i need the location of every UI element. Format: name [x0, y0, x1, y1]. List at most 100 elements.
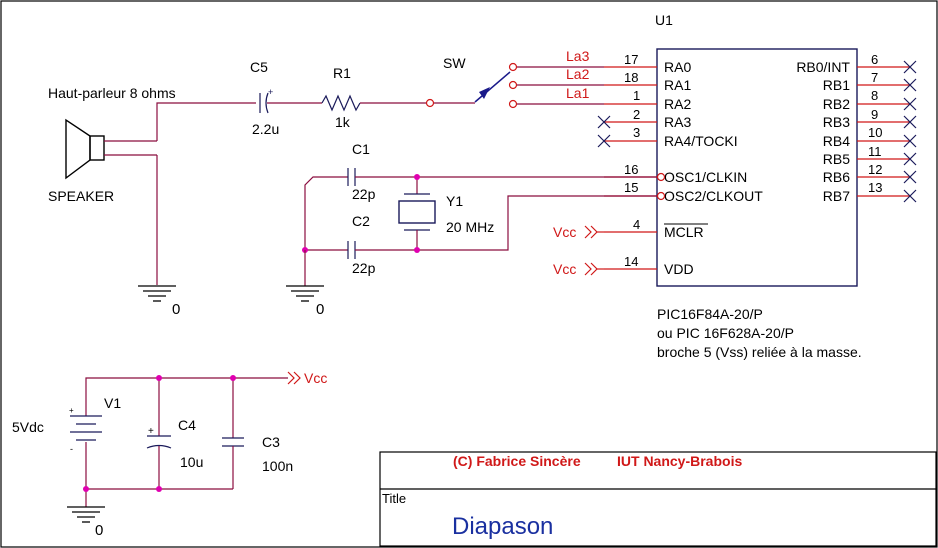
- no-connect-marks-right: [903, 60, 917, 203]
- pin-rb4-name: RB4: [823, 133, 850, 149]
- vcc-label-supply: Vcc: [304, 370, 327, 386]
- pin-osc1-name: OSC1/CLKIN: [664, 169, 747, 185]
- pin15-num: 15: [624, 180, 638, 195]
- pin3-num: 3: [633, 125, 640, 140]
- u1-note1: ou PIC 16F628A-20/P: [657, 325, 794, 341]
- pin-rb0-name: RB0/INT: [796, 59, 850, 75]
- sw-lever: [474, 71, 511, 103]
- junction-y1-top: [414, 174, 420, 180]
- pin2-num: 2: [633, 107, 640, 122]
- pin8-num: 8: [871, 88, 878, 103]
- sw-common-contact: [425, 98, 435, 108]
- osc1-inv-bubble: [656, 172, 666, 182]
- speaker-desc: Haut-parleur 8 ohms: [48, 85, 176, 101]
- pin13-num: 13: [868, 180, 882, 195]
- u1-note2: broche 5 (Vss) reliée à la masse.: [657, 344, 862, 360]
- wire-c1-left: [304, 176, 348, 250]
- sw-contact-2: [508, 80, 518, 90]
- ground-symbol-speaker: [138, 285, 176, 302]
- net-la2-label: La2: [566, 66, 590, 82]
- r1-ref: R1: [333, 65, 351, 81]
- vcc-arrow-supply: [287, 371, 301, 385]
- title-block-title-label: Title: [382, 491, 406, 506]
- pin7-num: 7: [871, 70, 878, 85]
- c4-plate-2: [146, 444, 172, 449]
- pin-rb6-name: RB6: [823, 169, 850, 185]
- pin4-num: 4: [633, 217, 640, 232]
- c4-value: 10u: [180, 454, 203, 470]
- c4-ref: C4: [178, 417, 196, 433]
- osc2-inv-bubble: [656, 191, 666, 201]
- v1-value: 5Vdc: [12, 419, 44, 435]
- pin-vdd-name: VDD: [664, 261, 694, 277]
- junction-c4-top: [156, 375, 162, 381]
- no-connect-marks-left: [597, 115, 611, 148]
- c1-value: 22p: [352, 186, 376, 202]
- vcc-label-mclr: Vcc: [553, 224, 576, 240]
- vcc-label-vdd: Vcc: [553, 261, 576, 277]
- switch-sw: SW La3 La2 La1: [443, 48, 604, 109]
- r1-zigzag: [321, 94, 361, 112]
- c5-plus: +: [268, 87, 273, 97]
- c5-ref: C5: [250, 59, 268, 75]
- ground-label-osc: 0: [316, 301, 324, 318]
- pin11-num: 11: [868, 144, 882, 159]
- u1-pic: U1 17 18 1 2 3 16 15 4 14 RA0 RA1 RA2 RA…: [597, 12, 917, 360]
- pin1-num: 1: [633, 88, 640, 103]
- pin-ra1-name: RA1: [664, 77, 691, 93]
- u1-part: PIC16F84A-20/P: [657, 306, 763, 322]
- pin-ra4-name: RA4/TOCKI: [664, 133, 738, 149]
- u1-body: [656, 48, 858, 287]
- c4-plus: +: [148, 426, 154, 437]
- c5-plate-2: [265, 92, 269, 114]
- pin6-num: 6: [871, 52, 878, 67]
- c2-ref: C2: [352, 213, 370, 229]
- v1-minus: -: [70, 444, 73, 454]
- y1-value: 20 MHz: [446, 219, 494, 235]
- c2-value: 22p: [352, 260, 376, 276]
- pin12-num: 12: [868, 162, 882, 177]
- pin17-num: 17: [624, 52, 638, 67]
- net-la1-label: La1: [566, 85, 590, 101]
- pin-ra0-name: RA0: [664, 59, 691, 75]
- c3-value: 100n: [262, 458, 293, 474]
- rail-vcc: [85, 377, 288, 416]
- vcc-arrow-mclr: [584, 225, 598, 239]
- speaker-circuit: Haut-parleur 8 ohms SPEAKER C5 2.2u + R1…: [48, 59, 475, 318]
- y1-body: [398, 200, 436, 224]
- pin9-num: 9: [871, 107, 878, 122]
- pin-mclr-name: MCLR: [664, 224, 704, 240]
- speaker-magnet: [89, 135, 105, 161]
- ground-label-speaker: 0: [172, 301, 180, 318]
- r1-value: 1k: [335, 114, 351, 130]
- pin18-num: 18: [624, 70, 638, 85]
- vcc-arrow-vdd: [584, 262, 598, 276]
- c5-value: 2.2u: [252, 121, 279, 137]
- net-la3-label: La3: [566, 48, 590, 64]
- u1-ref: U1: [655, 12, 673, 28]
- ground-symbol-supply: [67, 506, 105, 523]
- c3-ref: C3: [262, 434, 280, 450]
- wire-spk-c5: [156, 102, 256, 141]
- ground-label-supply: 0: [95, 522, 103, 539]
- title-block-credit-author: (C) Fabrice Sincère: [453, 453, 581, 469]
- ground-symbol-osc: [286, 285, 324, 302]
- wire-c2-osc2: [355, 195, 657, 251]
- oscillator-circuit: C1 22p C2 22p Y1 20 MHz 0: [286, 141, 657, 318]
- sw-ref: SW: [443, 55, 466, 71]
- speaker-cone: [65, 118, 91, 180]
- junction-c4-bottom: [156, 486, 162, 492]
- pin-ra3-name: RA3: [664, 114, 691, 130]
- sw-contact-3: [508, 99, 518, 109]
- junction-c3-top: [230, 375, 236, 381]
- speaker-ref: SPEAKER: [48, 188, 114, 204]
- title-block: (C) Fabrice Sincère IUT Nancy-Brabois Ti…: [379, 451, 937, 547]
- title-block-credit-school: IUT Nancy-Brabois: [617, 453, 742, 469]
- pin-rb7-name: RB7: [823, 188, 850, 204]
- sw-arrow: [479, 87, 490, 99]
- pin-osc2-name: OSC2/CLKOUT: [664, 188, 763, 204]
- c1-ref: C1: [352, 141, 370, 157]
- junction-v1-bottom: [83, 486, 89, 492]
